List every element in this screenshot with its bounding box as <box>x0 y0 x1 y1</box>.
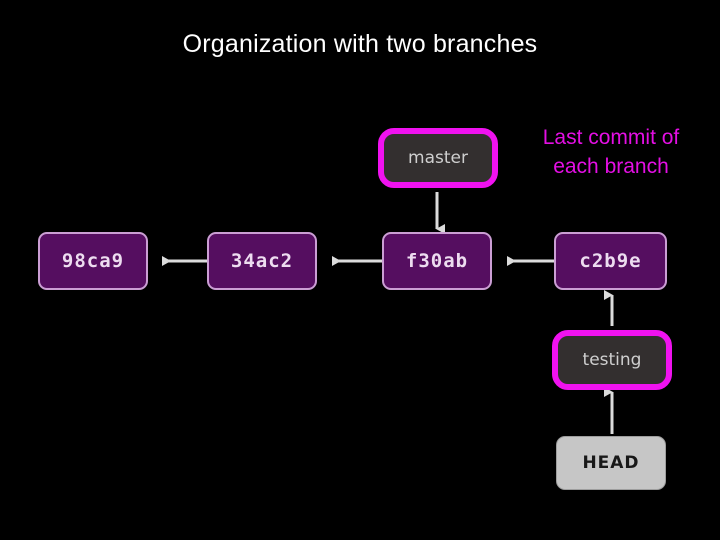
head-label: HEAD <box>582 453 640 473</box>
head-node[interactable]: HEAD <box>556 436 666 490</box>
commit-node-c2b9e[interactable]: c2b9e <box>554 232 667 290</box>
commit-node-34ac2[interactable]: 34ac2 <box>207 232 317 290</box>
commit-node-f30ab[interactable]: f30ab <box>382 232 492 290</box>
branch-node-master[interactable]: master <box>378 128 498 188</box>
commit-label-98ca9: 98ca9 <box>61 250 125 272</box>
commit-label-f30ab: f30ab <box>405 250 469 272</box>
annotation-line-1: Last commit of <box>542 126 680 149</box>
branch-node-testing[interactable]: testing <box>552 330 672 390</box>
page-title: Organization with two branches <box>182 30 538 58</box>
commit-node-98ca9[interactable]: 98ca9 <box>38 232 148 290</box>
branch-label-testing: testing <box>582 350 642 370</box>
branch-label-master: master <box>408 148 468 168</box>
commit-label-c2b9e: c2b9e <box>579 250 642 272</box>
commit-label-34ac2: 34ac2 <box>230 250 294 272</box>
annotation-last-commit: Last commit of each branch <box>505 123 717 181</box>
annotation-line-2: each branch <box>553 155 669 178</box>
